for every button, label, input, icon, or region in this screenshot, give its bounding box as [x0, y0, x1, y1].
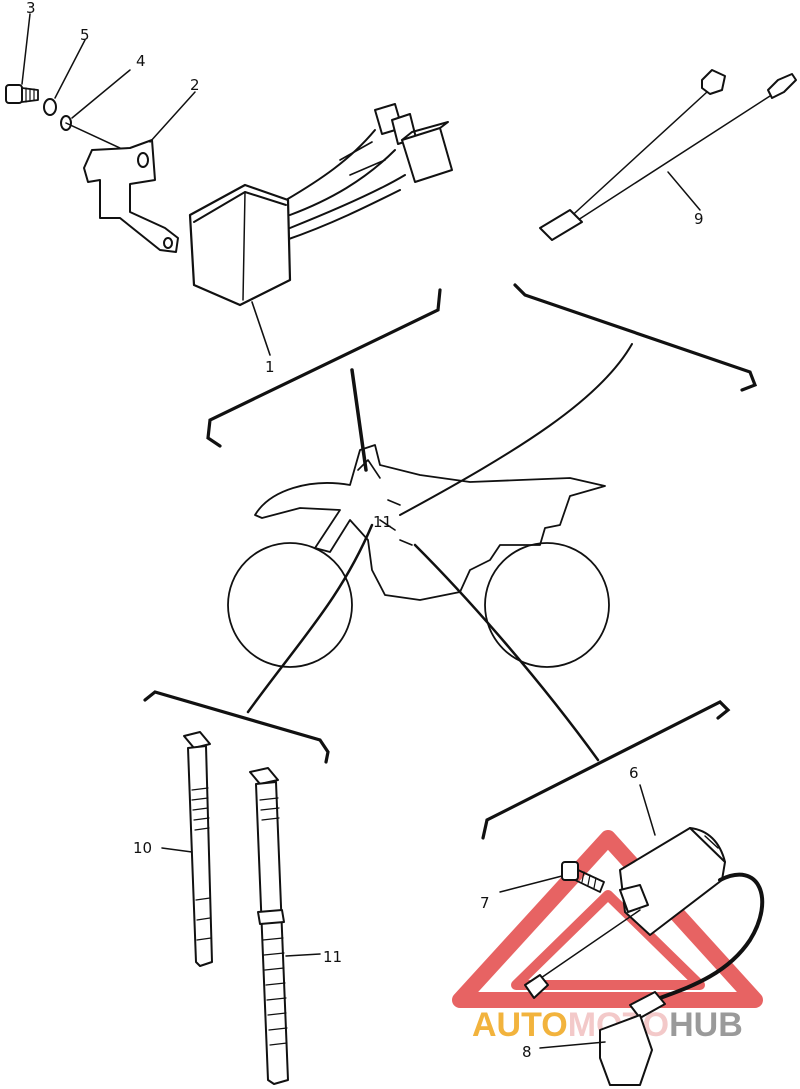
ignition-coil-6 [524, 827, 765, 1002]
part-label-5: 5 [80, 26, 90, 44]
bracket-frame-bottom-right [481, 700, 731, 840]
part-label-4: 4 [136, 52, 146, 70]
bracket-frame-top-left [206, 288, 442, 448]
cdi-unit-1 [188, 103, 453, 307]
part-label-1: 1 [265, 358, 275, 376]
watermark-triangle-icon [452, 830, 763, 1008]
part-label-7: 7 [480, 894, 490, 912]
part-label-10: 10 [133, 839, 152, 857]
part-label-6: 6 [629, 764, 639, 782]
cable-tie-10 [183, 731, 213, 967]
washer-5 [43, 98, 57, 116]
bracket-frame-bottom-left [143, 690, 330, 764]
part-label-2: 2 [190, 76, 200, 94]
bracket-2 [83, 139, 179, 253]
watermark: AUTOMOTOHUB [452, 830, 763, 1044]
bolt-7 [561, 861, 605, 893]
bracket-frame-top-right [513, 283, 758, 392]
motorcycle-silhouette [227, 444, 610, 668]
plug-cap-8 [599, 991, 666, 1086]
svg-text:AUTOMOTOHUB: AUTOMOTOHUB [472, 1006, 743, 1044]
watermark-word-hub: HUB [669, 1006, 743, 1044]
part-label-9: 9 [694, 210, 704, 228]
cable-tie-11 [249, 767, 289, 1085]
wire-lead-9 [539, 69, 797, 241]
watermark-outer-triangle [452, 830, 763, 1008]
watermark-inner-triangle [511, 890, 705, 990]
part-labels: 3 5 4 2 1 9 6 7 8 10 11 [26, 0, 704, 1061]
frame-callout-11: 11 [373, 513, 392, 531]
part-label-8: 8 [522, 1043, 532, 1061]
part-label-3: 3 [26, 0, 36, 17]
part-label-11: 11 [323, 948, 342, 966]
bolt-3 [5, 84, 39, 104]
watermark-word-auto: AUTO [472, 1006, 568, 1044]
